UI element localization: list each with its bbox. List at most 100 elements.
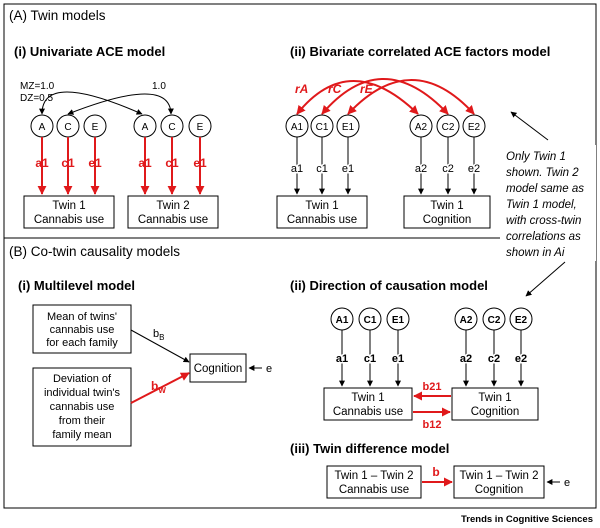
note-line1: Only Twin 1 [506, 151, 566, 163]
mean-box-line3: for each family [46, 337, 118, 349]
b12-label: b12 [423, 419, 442, 431]
note-pointer-up [510, 111, 549, 141]
node-a2-label: A2 [460, 315, 473, 326]
cognition-box [189, 353, 247, 383]
univariate-twin1: A C E a1 c1 e1 Twin 1 Cannabis use [23, 114, 115, 229]
node-c1-label: C1 [316, 122, 329, 133]
deviation-box-line1: Deviation of [53, 373, 112, 385]
path-c-label: c1 [165, 156, 179, 170]
panel-b-title: (B) Co-twin causality models [9, 244, 180, 259]
path-c2-label: c2 [488, 353, 500, 365]
direction-cognition-side: A2 C2 E2 a2 c2 e2 Twin 1 Cognition [451, 307, 539, 421]
footer-journal: Trends in Cognitive Sciences [461, 514, 593, 525]
twin2-cannabis-box [127, 195, 219, 229]
twin1-box-line1: Twin 1 [52, 200, 85, 212]
difference-cognition-box [453, 465, 545, 499]
path-e2-label: e2 [515, 353, 527, 365]
re-arc [347, 79, 475, 115]
difference-box1-line1: Twin 1 – Twin 2 [334, 470, 413, 482]
difference-box2-line1: Twin 1 – Twin 2 [459, 470, 538, 482]
direction-cannabis-side: A1 C1 E1 a1 c1 e1 Twin 1 Cannabis use [323, 307, 413, 421]
path-c1-label: c1 [316, 163, 328, 175]
node-a1-label: A1 [291, 122, 304, 133]
path-e-label: e1 [193, 156, 207, 170]
twin2-box-line1: Twin 2 [156, 200, 189, 212]
node-c-label: C [168, 122, 175, 133]
note-line3: model same as [506, 183, 584, 195]
deviation-box [32, 367, 132, 447]
node-c1-label: C1 [364, 315, 377, 326]
path-e2-label: e2 [468, 163, 480, 175]
mz-dz-arc [39, 91, 143, 115]
bivariate-box1-line2: Cannabis use [287, 214, 357, 226]
difference-b-label: b [432, 465, 439, 479]
difference-cannabis-box [326, 465, 422, 499]
ra-arc [296, 80, 419, 115]
multilevel-title: (i) Multilevel model [18, 278, 135, 293]
twin2-box-line2: Cannabis use [138, 214, 208, 226]
note-line5: with cross-twin [506, 215, 581, 227]
direction-box1-line2: Cannabis use [333, 406, 403, 418]
node-e2-label: E2 [515, 315, 528, 326]
rc-arc [321, 78, 449, 115]
note-line4: Twin 1 model, [506, 199, 577, 211]
b-between-letter: b [153, 328, 159, 340]
deviation-box-line3: cannabis use [50, 401, 115, 413]
b21-label: b21 [423, 381, 442, 393]
node-c2-label: C2 [442, 122, 455, 133]
path-e-label: e1 [88, 156, 102, 170]
node-e-label: E [197, 122, 204, 133]
bivariate-box2-line2: Cognition [423, 214, 472, 226]
b-between-subscript: B [159, 333, 164, 342]
mean-box-line1: Mean of twins' [47, 311, 117, 323]
bivariate-box1-line1: Twin 1 [305, 200, 338, 212]
path-c-label: c1 [61, 156, 75, 170]
rc-label: rC [328, 82, 342, 96]
note-pointer-down [525, 261, 566, 297]
deviation-box-line4: from their [59, 415, 106, 427]
difference-box2-line2: Cognition [475, 484, 524, 496]
node-c2-label: C2 [488, 315, 501, 326]
cognition-label: Cognition [194, 363, 243, 375]
path-a2-label: a2 [415, 163, 427, 175]
c-corr-label: 1.0 [152, 81, 166, 92]
difference-error-label: e [564, 477, 570, 489]
deviation-box-line5: family mean [52, 429, 111, 441]
bivariate-cognition-side: A2 C2 E2 a2 c2 e2 Twin 1 Cognition [403, 114, 491, 229]
univariate-twin2: A C E a1 c1 e1 Twin 2 Cannabis use [127, 114, 219, 229]
difference-box1-line2: Cannabis use [339, 484, 409, 496]
ra-label: rA [295, 82, 308, 96]
mz-label: MZ=1.0 [20, 81, 55, 92]
deviation-box-line2: individual twin's [44, 387, 121, 399]
node-c-label: C [64, 122, 71, 133]
path-c1-label: c1 [364, 353, 376, 365]
bivariate-box2-line1: Twin 1 [430, 200, 463, 212]
node-a2-label: A2 [415, 122, 428, 133]
twin1-box-line2: Cannabis use [34, 214, 104, 226]
path-a-label: a1 [138, 156, 152, 170]
mean-box [32, 304, 132, 354]
panel-a-title: (A) Twin models [9, 8, 106, 23]
node-a-label: A [39, 122, 46, 133]
node-e-label: E [92, 122, 99, 133]
direction-box1-line1: Twin 1 [351, 392, 384, 404]
univariate-title: (i) Univariate ACE model [14, 44, 165, 59]
b-within-subscript: W [158, 386, 166, 395]
path-c2-label: c2 [442, 163, 454, 175]
node-a1-label: A1 [336, 315, 349, 326]
path-a2-label: a2 [460, 353, 472, 365]
re-label: rE [360, 82, 374, 96]
mean-box-line2: cannabis use [50, 324, 115, 336]
b-within-letter: b [151, 379, 158, 393]
multilevel-error-label: e [266, 363, 272, 375]
path-e1-label: e1 [342, 163, 354, 175]
node-e1-label: E1 [342, 122, 355, 133]
note-text: Only Twin 1 shown. Twin 2 model same as … [506, 151, 584, 259]
path-a1-label: a1 [291, 163, 303, 175]
twin1-cannabis-box [23, 195, 115, 229]
direction-cognition-box [451, 387, 539, 421]
panel-b-frame [3, 237, 597, 509]
bivariate-title: (ii) Bivariate correlated ACE factors mo… [290, 44, 550, 59]
b-within-label: bW [151, 379, 166, 395]
